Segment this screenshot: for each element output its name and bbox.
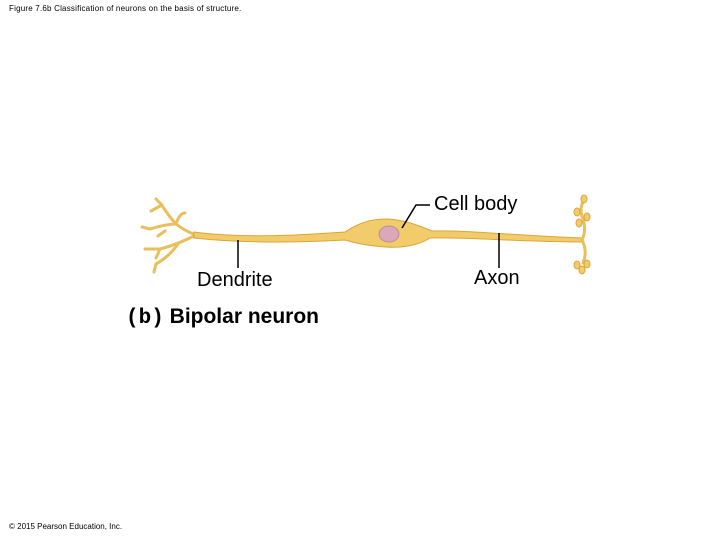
cell-body-label: Cell body	[434, 193, 518, 215]
terminal-bouton	[578, 265, 586, 275]
dendrite-label: Dendrite	[197, 269, 273, 291]
axon-terminals	[579, 198, 587, 265]
caption-text: Bipolar neuron	[169, 305, 319, 328]
terminal-bouton	[575, 218, 583, 228]
terminal-bouton	[573, 260, 581, 270]
axon-label: Axon	[474, 267, 520, 289]
leader-lines	[237, 204, 500, 268]
dendritic-branches	[140, 197, 198, 274]
figure-title: Figure 7.6b Classification of neurons on…	[9, 4, 242, 13]
terminal-bouton	[583, 212, 591, 222]
copyright-notice: © 2015 Pearson Education, Inc.	[9, 522, 123, 531]
caption-letter: (b)	[126, 307, 164, 330]
terminal-bouton	[573, 207, 581, 217]
terminal-bouton	[583, 259, 591, 269]
cell-body-leader	[401, 204, 430, 229]
nucleus	[378, 225, 400, 243]
figure-caption: (b) Bipolar neuron	[126, 305, 319, 330]
terminal-bouton	[580, 194, 588, 204]
